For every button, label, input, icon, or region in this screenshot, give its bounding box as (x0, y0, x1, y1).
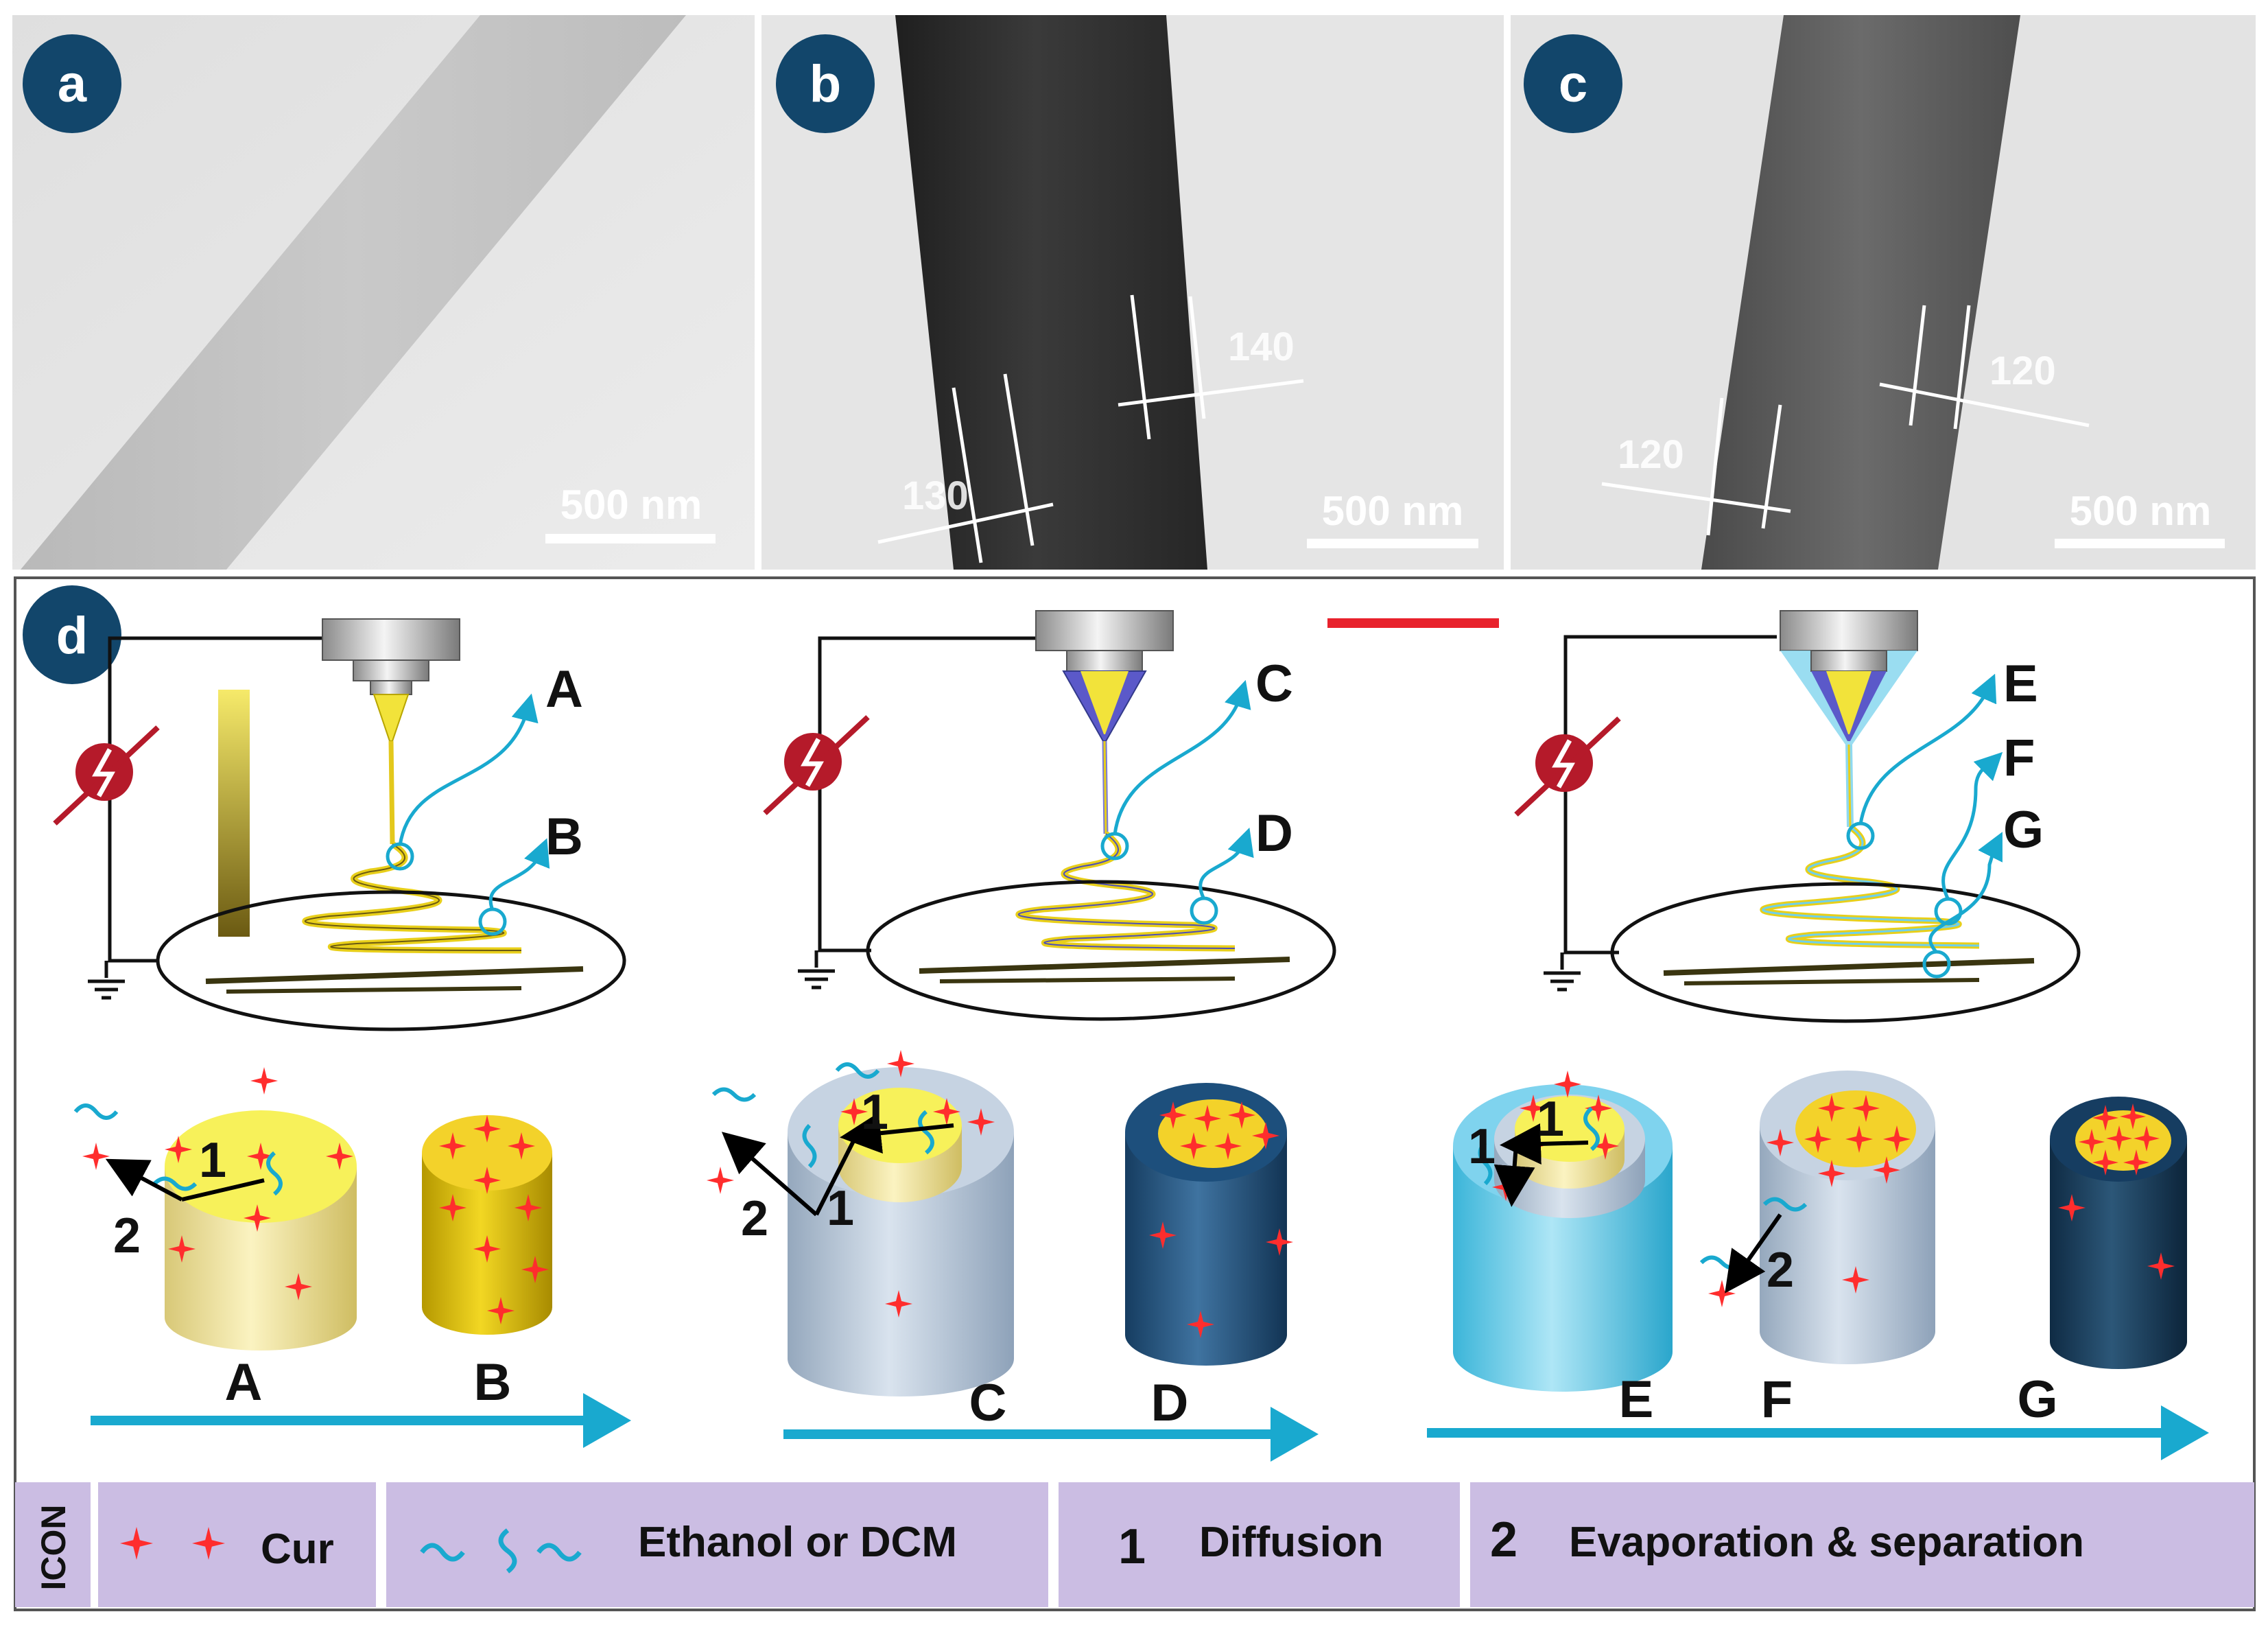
fiber-cylinder-F (1699, 1071, 1935, 1364)
step-number: 2 (1767, 1243, 1794, 1298)
scale-bar-c (2055, 539, 2225, 548)
jet-label-D: D (1255, 804, 1293, 863)
panel-c-label: c (1559, 55, 1587, 113)
panel-b-badge (776, 34, 875, 133)
setup-triaxial: E F G (1514, 610, 2081, 1023)
fiber-label-G: G (2017, 1370, 2057, 1429)
panel-a-badge (23, 34, 121, 133)
measurement-120-left-text: 120 (1618, 432, 1684, 477)
panel-a: a 500 nm (12, 15, 755, 570)
fiber-label-A: A (225, 1353, 263, 1412)
legend-cur-text: Cur (261, 1525, 334, 1573)
fiber-cylinder-D (1125, 1083, 1293, 1366)
fiber-cylinder-E (1453, 1071, 1673, 1392)
fiber-c (1701, 15, 2020, 570)
legend-diffusion-number: 1 (1118, 1519, 1146, 1574)
wave-icon (536, 1543, 582, 1562)
fiber-label-F: F (1761, 1370, 1793, 1429)
collector-plate (1610, 882, 2081, 1023)
legend-item-evaporation (1470, 1482, 2254, 1607)
scale-bar-b (1307, 539, 1478, 548)
nozzle-icon (1035, 610, 1174, 742)
measurement-130 (877, 373, 1054, 563)
step-number: 1 (1468, 1119, 1496, 1174)
step-number: 2 (113, 1208, 141, 1263)
jet-label-E: E (2003, 655, 2038, 713)
concentration-gradient-bar (218, 690, 250, 937)
wave-icon (420, 1543, 465, 1562)
fiber-a (21, 15, 686, 570)
measurement-120-left (1601, 397, 1791, 536)
panel-d-label: d (56, 607, 88, 665)
jet-label-A: A (545, 660, 583, 718)
legend-evaporation-number: 2 (1490, 1512, 1517, 1567)
measurement-140 (1118, 294, 1304, 440)
collector-plate (156, 890, 626, 1031)
panel-d-badge (23, 585, 121, 684)
nozzle-icon (322, 618, 460, 742)
step-number: 1 (199, 1133, 226, 1188)
jet-label-C: C (1255, 655, 1293, 713)
step-number: 1 (861, 1085, 888, 1140)
panel-d: d (14, 576, 2256, 1611)
scale-bar-b-text: 500 nm (1322, 488, 1464, 534)
legend-evaporation-text: Evaporation & separation (1569, 1519, 2084, 1566)
fiber-label-E: E (1619, 1370, 1654, 1429)
setup-coaxial: C D (763, 610, 1336, 1021)
step-number: 1 (827, 1181, 854, 1236)
wave-icon (498, 1528, 517, 1574)
legend-title: ICON (34, 1505, 73, 1591)
legend-item-diffusion (1059, 1482, 1460, 1607)
legend-item-solvent (386, 1482, 1048, 1607)
nozzle-icon (1780, 610, 1918, 745)
scale-bar-a (545, 534, 716, 543)
panel-a-label: a (58, 55, 87, 113)
scale-bar-c-text: 500 nm (2070, 488, 2212, 534)
fiber-cylinder-C (707, 1050, 1014, 1396)
jet-label-G: G (2003, 801, 2044, 859)
measurement-120-right (1879, 305, 2090, 430)
measurement-130-text: 130 (902, 474, 969, 518)
measurement-120-right-text: 120 (1989, 349, 2056, 393)
progression-arrow (1427, 1405, 2209, 1460)
fiber-label-C: C (969, 1374, 1007, 1432)
panel-b-label: b (810, 55, 841, 113)
fiber-cylinder-G (2050, 1097, 2187, 1369)
progression-arrow (91, 1393, 631, 1448)
progression-arrow (783, 1407, 1319, 1462)
fiber-cylinder-A (73, 1067, 357, 1351)
measurement-140-text: 140 (1228, 325, 1295, 369)
legend-diffusion-text: Diffusion (1199, 1519, 1384, 1566)
legend: ICON Cur Ethanol or DCM 1 Diffusion 2 Ev… (15, 1482, 2254, 1607)
step-number: 1 (1537, 1092, 1564, 1147)
fiber-cylinder-B (422, 1115, 552, 1335)
panel-b: b 130 140 500 nm (761, 15, 1504, 570)
jet-label-F: F (2003, 729, 2035, 787)
fiber-label-D: D (1151, 1374, 1189, 1432)
step-number: 2 (741, 1191, 768, 1246)
setup-single: A B (53, 618, 626, 1031)
collector-plate (866, 880, 1336, 1021)
jet-label-B: B (545, 808, 583, 866)
fiber-label-B: B (474, 1353, 512, 1412)
legend-solvent-text: Ethanol or DCM (638, 1519, 957, 1566)
panel-c-badge (1524, 34, 1622, 133)
fiber-b (895, 15, 1207, 570)
scale-bar-a-text: 500 nm (560, 482, 702, 528)
panel-c: c 120 120 500 nm (1511, 15, 2256, 570)
